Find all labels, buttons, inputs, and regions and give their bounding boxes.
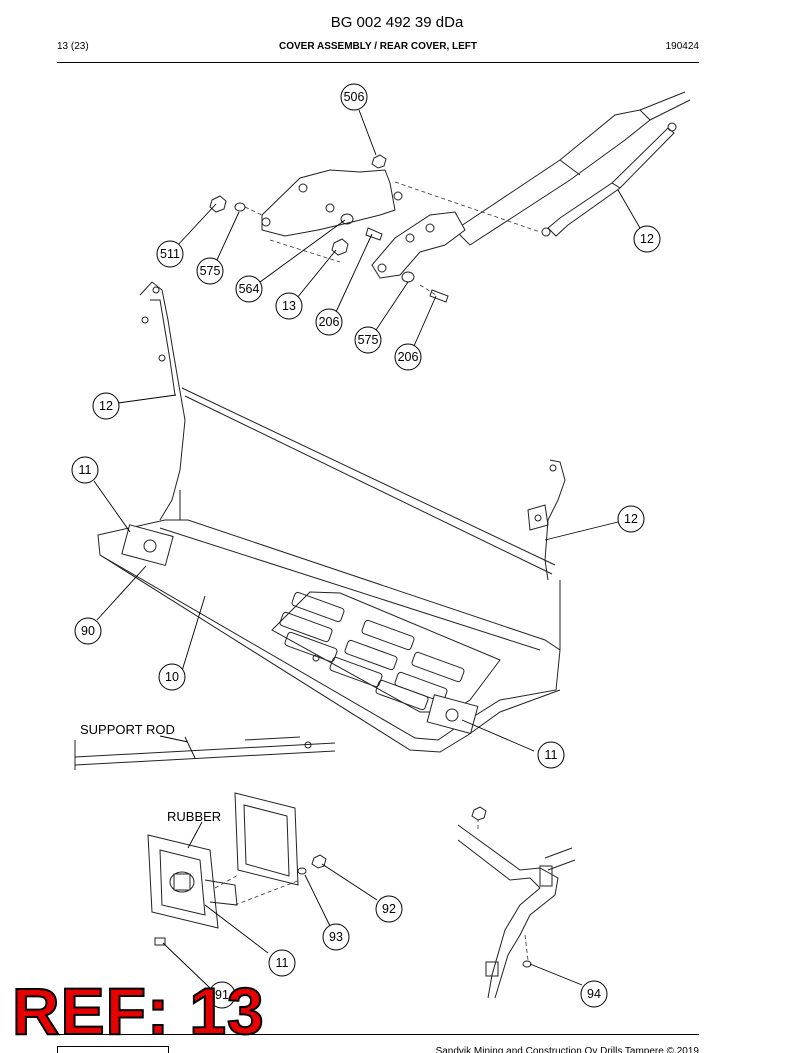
callout-206-left: 206 (315, 308, 343, 336)
callout-12-left: 12 (92, 392, 120, 420)
svg-text:575: 575 (358, 333, 379, 347)
hinge-bracket-drawing (209, 91, 691, 303)
rear-cover-drawing (97, 281, 566, 753)
callout-92: 92 (375, 895, 403, 923)
svg-text:575: 575 (200, 264, 221, 278)
svg-text:564: 564 (239, 282, 260, 296)
callout-11-left: 11 (71, 456, 99, 484)
callout-94: 94 (580, 980, 608, 1008)
callout-206-right: 206 (394, 343, 422, 371)
svg-text:94: 94 (587, 987, 601, 1001)
svg-text:12: 12 (99, 399, 113, 413)
header-rule (57, 62, 699, 63)
callout-12-top: 12 (633, 225, 661, 253)
callout-90: 90 (74, 617, 102, 645)
footer-copyright: Sandvik Mining and Construction Oy Drill… (435, 1046, 699, 1053)
svg-text:12: 12 (624, 512, 638, 526)
svg-text:90: 90 (81, 624, 95, 638)
callout-575-left: 575 (196, 257, 224, 285)
ref-stamp: REF: 13 (11, 974, 265, 1048)
callout-13: 13 (275, 292, 303, 320)
callout-10: 10 (158, 663, 186, 691)
svg-text:511: 511 (160, 247, 180, 261)
corner-detail-drawing (457, 806, 576, 999)
page-header: 13 (23) COVER ASSEMBLY / REAR COVER, LEF… (57, 41, 699, 55)
svg-text:206: 206 (398, 350, 419, 364)
callout-575-right: 575 (354, 326, 382, 354)
svg-text:13: 13 (282, 299, 296, 313)
footer-rule (57, 1034, 699, 1035)
callout-564: 564 (235, 275, 263, 303)
svg-text:93: 93 (329, 930, 343, 944)
callout-91: 91 (208, 981, 236, 1009)
callout-506: 506 (340, 83, 368, 111)
document-date: 190424 (665, 41, 699, 52)
section-title: COVER ASSEMBLY / REAR COVER, LEFT (279, 41, 477, 52)
callout-511: 511 (156, 240, 184, 268)
callout-12-right: 12 (617, 505, 645, 533)
floor-rib-grid (279, 591, 465, 711)
support-rod-drawing (74, 736, 336, 770)
rubber-label: RUBBER (167, 809, 221, 824)
support-rod-label: SUPPORT ROD (80, 722, 175, 737)
svg-text:91: 91 (215, 988, 229, 1002)
svg-text:12: 12 (640, 232, 654, 246)
document-number: BG 002 492 39 dDa (330, 14, 464, 31)
callout-11-right: 11 (537, 741, 565, 769)
latch-detail-drawing (147, 792, 327, 946)
svg-text:92: 92 (382, 902, 396, 916)
company-logo (57, 1046, 169, 1053)
svg-text:206: 206 (319, 315, 340, 329)
svg-text:11: 11 (545, 748, 558, 762)
svg-text:10: 10 (165, 670, 179, 684)
page-number: 13 (23) (57, 41, 89, 52)
callout-11-bottom: 11 (268, 949, 296, 977)
leader-lines (93, 109, 641, 989)
callout-93: 93 (322, 923, 350, 951)
svg-text:11: 11 (79, 463, 92, 477)
svg-text:11: 11 (276, 956, 289, 970)
svg-text:506: 506 (344, 90, 365, 104)
